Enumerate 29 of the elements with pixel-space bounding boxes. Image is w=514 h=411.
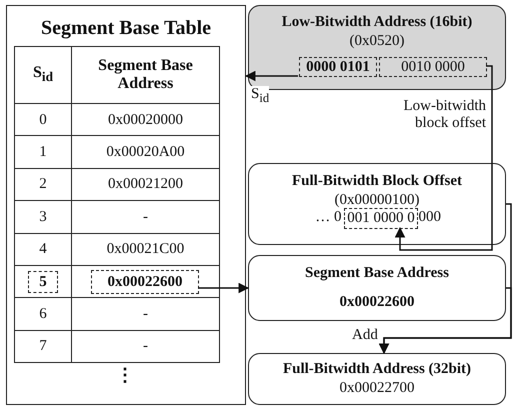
table-cell: - — [71, 330, 220, 364]
arrow — [244, 70, 298, 82]
highlight-box: 5 — [28, 271, 58, 293]
box-title: Full-Bitwidth Address (32bit) — [282, 360, 472, 379]
offset-box — [248, 163, 506, 245]
highlight-box: 0x00022600 — [91, 270, 199, 294]
address-box — [248, 255, 506, 321]
box-title: Low-Bitwidth Address (16bit) — [282, 13, 472, 32]
address-box — [248, 5, 506, 90]
table-panel — [6, 5, 246, 405]
box-title: Full-Bitwidth Block Offset — [292, 172, 462, 191]
box-text: (0x0520) — [350, 32, 404, 51]
box-text: (0x00000100) — [334, 191, 420, 210]
box-text: 000 — [418, 208, 441, 226]
box-text: … 0 — [315, 208, 342, 226]
bit-field-box: 0010 0000 — [379, 57, 487, 77]
address-box — [248, 353, 506, 405]
bit-field-box: 0000 0101 — [299, 57, 377, 77]
column-header: Segment Base Address — [71, 46, 220, 104]
box-title: Segment Base Address — [305, 264, 449, 283]
table-title: Segment Base Table — [40, 16, 212, 40]
arrow — [378, 287, 512, 354]
table-cell: 7 — [14, 330, 72, 364]
arrow — [198, 282, 250, 294]
bit-field-box: 001 0000 0 — [344, 208, 418, 229]
arrow — [394, 65, 493, 251]
column-header: S$_{id}$ — [14, 46, 72, 104]
box-text: 0x00022700 — [340, 379, 414, 398]
box-text: 0x00022600 — [340, 293, 414, 312]
